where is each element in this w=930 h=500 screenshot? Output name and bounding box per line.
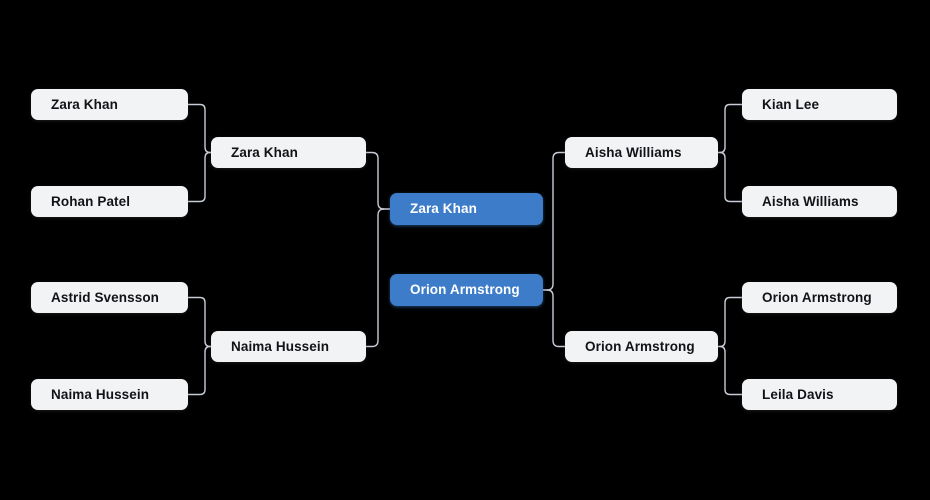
bracket-node-label: Zara Khan	[410, 201, 477, 217]
bracket-node-r-sf-2[interactable]: Orion Armstrong	[565, 331, 718, 362]
connector-right-semifinal-top	[542, 151, 566, 291]
bracket-node-l-qf-1[interactable]: Zara Khan	[31, 89, 188, 120]
connector-right-quarterfinal-bottom	[717, 296, 743, 348]
bracket-node-r-qf-1[interactable]: Kian Lee	[742, 89, 897, 120]
bracket-node-label: Kian Lee	[762, 96, 820, 112]
bracket-node-r-qf-2[interactable]: Aisha Williams	[742, 186, 897, 217]
bracket-node-label: Zara Khan	[231, 144, 298, 160]
bracket-node-label: Naima Hussein	[51, 386, 150, 402]
bracket-node-f-1[interactable]: Zara Khan	[390, 193, 543, 225]
connector-left-semifinal-top	[365, 151, 391, 210]
bracket-node-label: Aisha Williams	[585, 144, 682, 160]
bracket-node-label: Aisha Williams	[762, 193, 859, 209]
bracket-node-f-2[interactable]: Orion Armstrong	[390, 274, 543, 306]
bracket-node-label: Rohan Patel	[51, 193, 131, 209]
connector-right-semifinal-bottom	[546, 289, 566, 348]
bracket-node-l-sf-1[interactable]: Zara Khan	[211, 137, 366, 168]
bracket-node-l-qf-2[interactable]: Rohan Patel	[31, 186, 188, 217]
bracket-node-label: Orion Armstrong	[585, 338, 695, 354]
connector-right-quarterfinal-bottom2	[719, 345, 743, 396]
bracket-node-label: Leila Davis	[762, 386, 834, 402]
connector-left-quarterfinal-top2	[187, 151, 211, 203]
bracket-node-r-sf-1[interactable]: Aisha Williams	[565, 137, 718, 168]
bracket-node-r-qf-3[interactable]: Orion Armstrong	[742, 282, 897, 313]
connector-left-quarterfinal-bottom2	[187, 345, 211, 396]
bracket-node-l-qf-3[interactable]: Astrid Svensson	[31, 282, 188, 313]
bracket-node-l-qf-4[interactable]: Naima Hussein	[31, 379, 188, 410]
bracket-node-l-sf-2[interactable]: Naima Hussein	[211, 331, 366, 362]
connector-right-quarterfinal-top	[717, 103, 743, 154]
connector-left-quarterfinal-bottom	[187, 296, 212, 348]
bracket-node-label: Orion Armstrong	[762, 289, 872, 305]
connector-left-quarterfinal-top	[187, 103, 212, 154]
bracket-node-label: Naima Hussein	[231, 338, 330, 354]
bracket-node-r-qf-4[interactable]: Leila Davis	[742, 379, 897, 410]
bracket-node-label: Orion Armstrong	[410, 282, 520, 298]
bracket-node-label: Zara Khan	[51, 96, 118, 112]
connector-left-semifinal-bottom	[365, 208, 385, 348]
bracket-node-label: Astrid Svensson	[51, 289, 160, 305]
connector-right-quarterfinal-top2	[719, 151, 743, 203]
